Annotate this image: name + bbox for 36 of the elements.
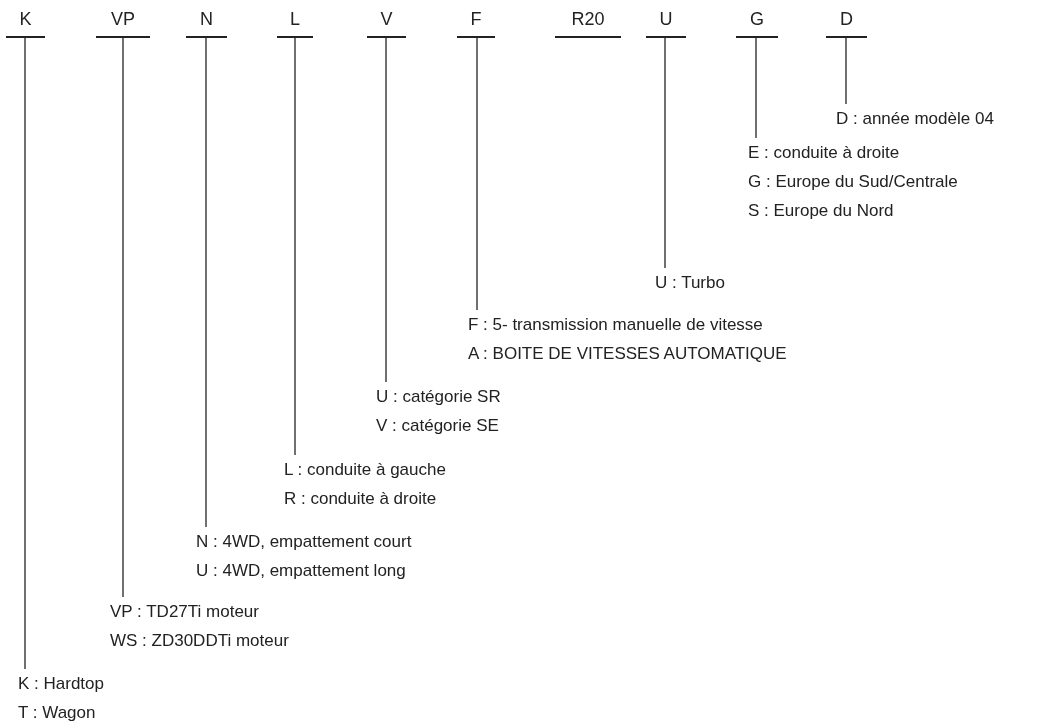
code-description: E : conduite à droite [748,142,901,164]
code-description: F : 5- transmission manuelle de vitesse [468,314,764,336]
leader-line [205,37,207,528]
code-description: S : Europe du Nord [748,200,895,222]
leader-line [24,37,26,670]
code-description: VP : TD27Ti moteur [110,601,260,623]
code-description: N : 4WD, empattement court [196,531,412,553]
code-letter: V [380,8,393,30]
code-letter: F [470,8,482,30]
leader-line [385,37,387,383]
code-letter: VP [111,8,135,30]
code-letter: R20 [571,8,605,30]
code-description: G : Europe du Sud/Centrale [748,171,958,193]
code-description: R : conduite à droite [284,488,438,510]
code-description: U : catégorie SR [376,386,501,408]
leader-line [664,37,666,269]
code-description: U : Turbo [655,272,725,294]
code-description: V : catégorie SE [376,415,500,437]
code-letter: K [19,8,32,30]
code-description: T : Wagon [18,702,97,724]
leader-line [476,37,478,311]
leader-line [294,37,296,456]
leader-line [755,37,757,139]
code-description: K : Hardtop [18,673,104,695]
code-letter: U [659,8,673,30]
code-description: U : 4WD, empattement long [196,560,407,582]
code-letter: G [750,8,764,30]
code-letter: D [840,8,853,30]
code-letter: L [290,8,300,30]
code-letter: N [200,8,213,30]
leader-line [845,37,847,105]
code-description: WS : ZD30DDTi moteur [110,630,289,652]
leader-line [122,37,124,598]
code-description: D : année modèle 04 [836,108,994,130]
code-description: A : BOITE DE VITESSES AUTOMATIQUE [468,343,787,365]
code-description: L : conduite à gauche [284,459,446,481]
